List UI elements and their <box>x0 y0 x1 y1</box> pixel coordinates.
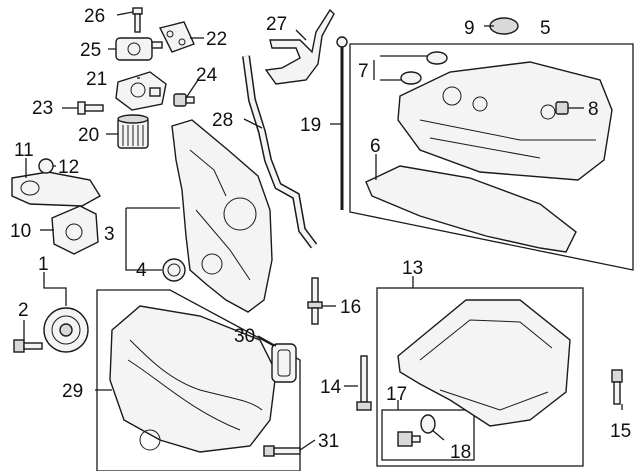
callout-5: 5 <box>540 18 551 39</box>
cap-part-9 <box>489 17 519 35</box>
sensor-part-24 <box>173 93 195 107</box>
bolt-part-2 <box>13 339 43 353</box>
callout-16: 16 <box>340 297 361 318</box>
callout-25: 25 <box>80 40 101 61</box>
seal-part-7a <box>426 51 448 65</box>
oil-filter-part-20 <box>117 114 149 149</box>
callout-9: 9 <box>464 18 475 39</box>
callout-6: 6 <box>370 136 381 157</box>
bolt-part-14 <box>356 355 372 411</box>
crank-seal-part-4 <box>162 258 186 282</box>
callout-2: 2 <box>18 300 29 321</box>
valve-cover-gasket-part-6 <box>365 165 577 253</box>
seal-part-7b <box>400 71 422 85</box>
gasket-part-22 <box>158 21 195 53</box>
callout-labels: 26 25 22 21 24 23 20 11 12 10 1 2 3 4 28… <box>10 6 631 463</box>
callout-7: 7 <box>358 61 369 82</box>
bolt-part-31 <box>263 445 301 457</box>
leader-lines <box>23 11 623 451</box>
callout-1: 1 <box>38 254 49 275</box>
housing-part-11 <box>11 171 101 207</box>
drain-plug-part-17 <box>397 431 421 447</box>
intake-manifold-part-29 <box>109 305 277 453</box>
callout-18: 18 <box>450 442 471 463</box>
oil-cooler-part-25 <box>115 37 163 61</box>
sensor-part-15 <box>611 369 623 405</box>
valve-cover-part-5 <box>397 61 613 181</box>
callout-27: 27 <box>266 14 287 35</box>
callout-3: 3 <box>104 224 115 245</box>
callout-28: 28 <box>212 110 233 131</box>
oil-pan-group-frame <box>376 287 584 467</box>
callout-22: 22 <box>206 29 227 50</box>
callout-4: 4 <box>136 260 147 281</box>
drain-plug-group-frame <box>381 409 475 461</box>
stud-part-16 <box>307 277 323 325</box>
callout-19: 19 <box>300 115 321 136</box>
callout-26: 26 <box>84 6 105 27</box>
callout-31: 31 <box>318 431 339 452</box>
dipstick-tube-part-27 <box>264 8 335 85</box>
dipstick-part-19 <box>336 36 348 210</box>
callout-13: 13 <box>402 258 423 279</box>
intake-manifold-group-frame <box>96 289 301 471</box>
callout-15: 15 <box>610 421 631 442</box>
pump-part-10 <box>51 205 99 255</box>
callout-21: 21 <box>86 69 107 90</box>
callout-17: 17 <box>386 384 407 405</box>
manifold-gasket-part-30 <box>271 343 297 383</box>
oil-pan-part-13 <box>397 299 571 427</box>
callout-10: 10 <box>10 221 31 242</box>
callout-30: 30 <box>234 326 255 347</box>
grommet-part-8 <box>555 101 569 115</box>
crank-pulley-part-1 <box>43 307 89 353</box>
callout-14: 14 <box>320 377 342 398</box>
seal-part-12 <box>38 158 54 174</box>
callout-24: 24 <box>196 65 218 86</box>
bolt-part-23 <box>77 101 104 115</box>
valve-cover-group-frame <box>349 43 634 271</box>
callout-11: 11 <box>14 140 34 161</box>
oil-filter-adapter-part-21 <box>115 71 167 111</box>
callout-12: 12 <box>58 157 79 178</box>
bolt-part-26 <box>132 7 143 33</box>
hose-part-28-inner <box>243 55 316 248</box>
callout-8: 8 <box>588 99 599 120</box>
timing-cover-part-3 <box>171 119 273 313</box>
callout-29: 29 <box>62 381 83 402</box>
callout-20: 20 <box>78 125 99 146</box>
callout-23: 23 <box>32 98 53 119</box>
washer-part-18 <box>420 414 436 434</box>
